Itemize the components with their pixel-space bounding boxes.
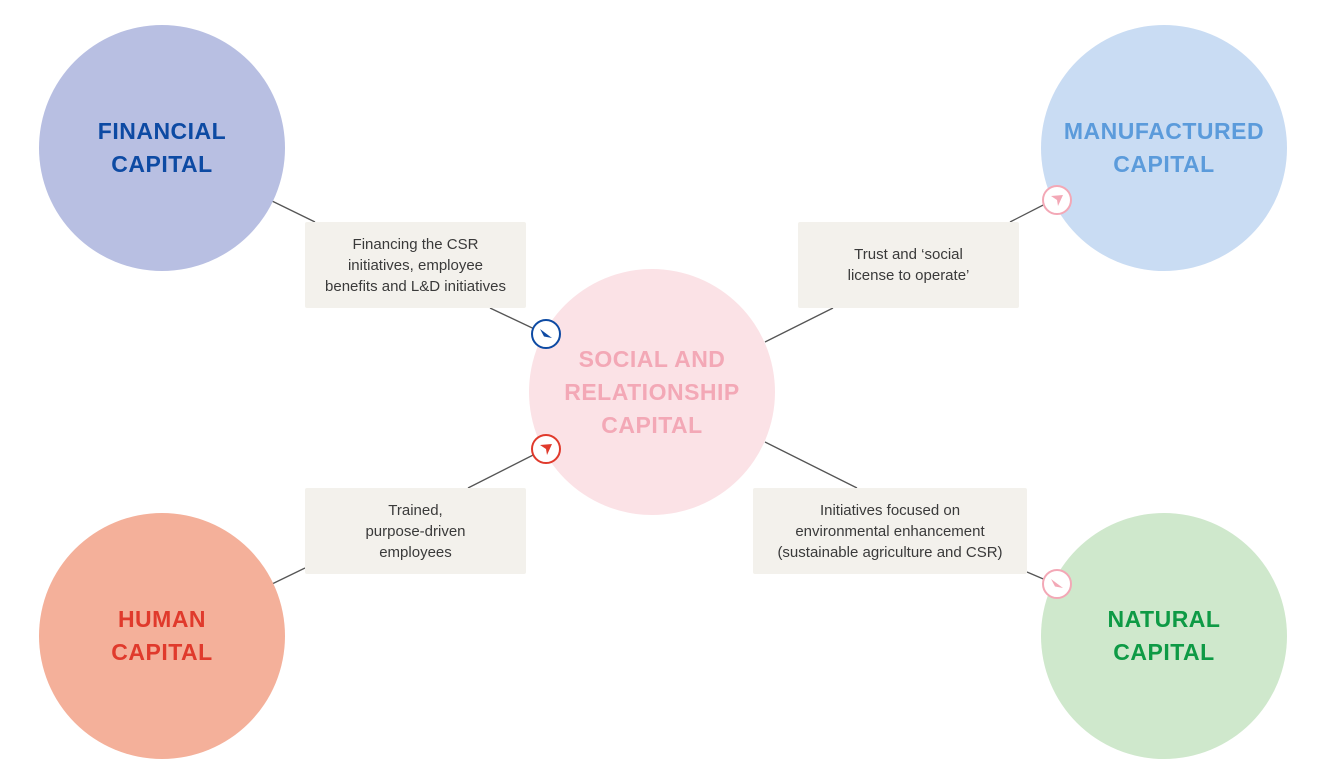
social-capital-line2: RELATIONSHIP [564, 378, 740, 405]
financial-arrow-in-icon [531, 319, 561, 349]
financial-link-line: initiatives, employee [347, 256, 484, 274]
connector-natural-social [764, 441, 858, 489]
connector-financial [271, 200, 316, 223]
manufactured-link-box: Trust and ‘social license to operate’ [798, 222, 1019, 308]
financial-link-line: benefits and L&D initiatives [325, 277, 506, 295]
human-capital-node: HUMAN CAPITAL [39, 513, 285, 759]
natural-arrow-out-icon [1042, 569, 1072, 599]
manufactured-arrow-out-icon [1042, 185, 1072, 215]
financial-link-line: Financing the CSR [352, 235, 479, 253]
manufactured-link-line: Trust and ‘social [854, 246, 963, 263]
financial-capital-line1: FINANCIAL [97, 118, 227, 144]
social-capital-line1: SOCIAL AND [578, 345, 726, 372]
social-relationship-capital-node: SOCIAL AND RELATIONSHIP CAPITAL [529, 269, 775, 515]
human-link-line: Trained, [388, 501, 443, 519]
natural-link-line: (sustainable agriculture and CSR) [777, 543, 1003, 561]
human-capital-line2: CAPITAL [111, 639, 213, 665]
social-capital-line3: CAPITAL [601, 411, 703, 438]
natural-capital-node: NATURAL CAPITAL [1041, 513, 1287, 759]
human-link-line: employees [379, 543, 452, 561]
human-link-box: Trained, purpose-driven employees [305, 488, 526, 574]
financial-link-box: Financing the CSR initiatives, employee … [305, 222, 526, 308]
human-arrow-in-icon [531, 434, 561, 464]
natural-link-box: Initiatives focused on environmental enh… [753, 488, 1027, 574]
manufactured-capital-line1: MANUFACTURED [1063, 118, 1265, 144]
manufactured-capital-line2: CAPITAL [1113, 151, 1215, 177]
financial-capital-line2: CAPITAL [111, 151, 213, 177]
natural-link-line: environmental enhancement [795, 522, 985, 540]
financial-capital-node: FINANCIAL CAPITAL [39, 25, 285, 271]
natural-link-line: Initiatives focused on [819, 501, 961, 519]
manufactured-capital-node: MANUFACTURED CAPITAL [1041, 25, 1287, 271]
manufactured-link-line: license to operate’ [847, 267, 970, 284]
connector-human [271, 567, 306, 585]
natural-capital-line1: NATURAL [1107, 606, 1221, 632]
natural-capital-line2: CAPITAL [1113, 639, 1215, 665]
connector-manufactured-social [764, 307, 834, 343]
human-capital-line1: HUMAN [117, 606, 207, 632]
human-link-line: purpose-driven [365, 522, 466, 540]
